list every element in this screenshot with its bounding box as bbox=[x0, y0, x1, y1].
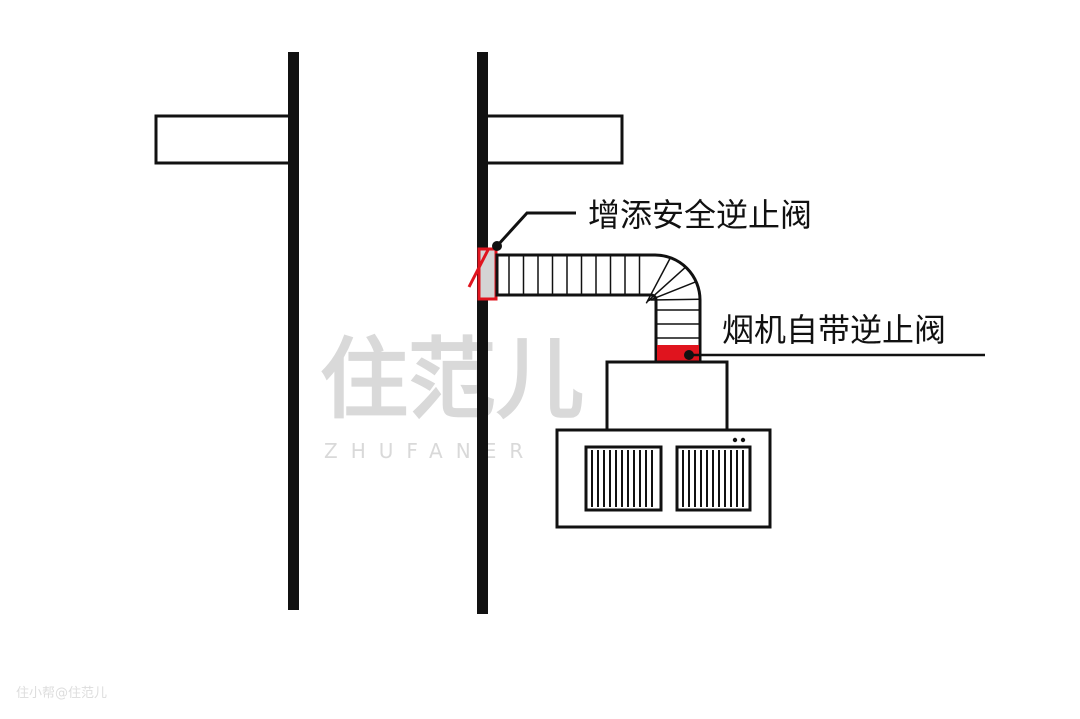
added-safety-check-valve bbox=[467, 247, 498, 301]
logo-text: 住范儿 bbox=[320, 328, 584, 431]
duct-rib bbox=[648, 280, 697, 302]
right-wall bbox=[477, 52, 488, 614]
hood-chimney bbox=[605, 360, 729, 432]
exhaust-duct bbox=[495, 253, 702, 364]
callout-builtin-valve: 烟机自带逆止阀 bbox=[684, 311, 985, 360]
indicator-light bbox=[740, 437, 746, 443]
callout-added-valve: 增添安全逆止阀 bbox=[492, 196, 812, 251]
indicator-light bbox=[732, 437, 738, 443]
left-bracket bbox=[154, 114, 292, 165]
right-bracket bbox=[484, 114, 624, 165]
logo-watermark: 住范儿 ZHUFANER bbox=[320, 328, 584, 463]
duct-rib bbox=[646, 266, 687, 303]
source-watermark: 住小帮@住范儿 bbox=[16, 686, 107, 701]
duct-rib bbox=[645, 257, 672, 304]
label-added-valve: 增添安全逆止阀 bbox=[588, 196, 812, 234]
label-builtin-valve: 烟机自带逆止阀 bbox=[722, 311, 946, 349]
duct-rib bbox=[650, 298, 701, 301]
left-wall bbox=[288, 52, 299, 610]
logo-subtext: ZHUFANER bbox=[324, 439, 536, 463]
